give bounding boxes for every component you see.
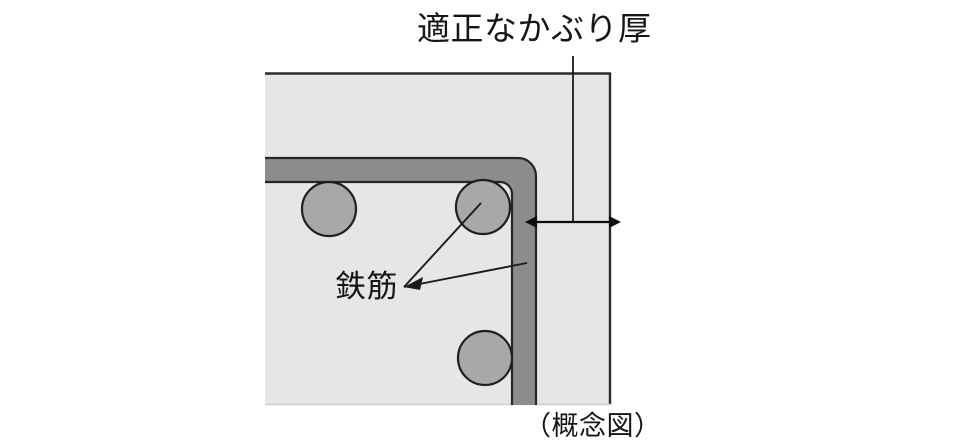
concrete-fill	[265, 73, 611, 405]
rebar-group	[300, 178, 514, 387]
rebar-top-left	[300, 180, 358, 238]
rebar-top-right	[454, 178, 512, 236]
stirrup-tie	[265, 156, 538, 405]
stirrup-band	[265, 156, 538, 405]
concrete-section	[265, 72, 612, 406]
leader-arrowhead	[404, 277, 423, 290]
rebar-lower-right	[456, 329, 514, 387]
rebar-leader-lines	[403, 202, 528, 290]
leader-to-stirrup-leg	[403, 262, 528, 288]
leader-to-rebar-circle	[403, 202, 482, 288]
